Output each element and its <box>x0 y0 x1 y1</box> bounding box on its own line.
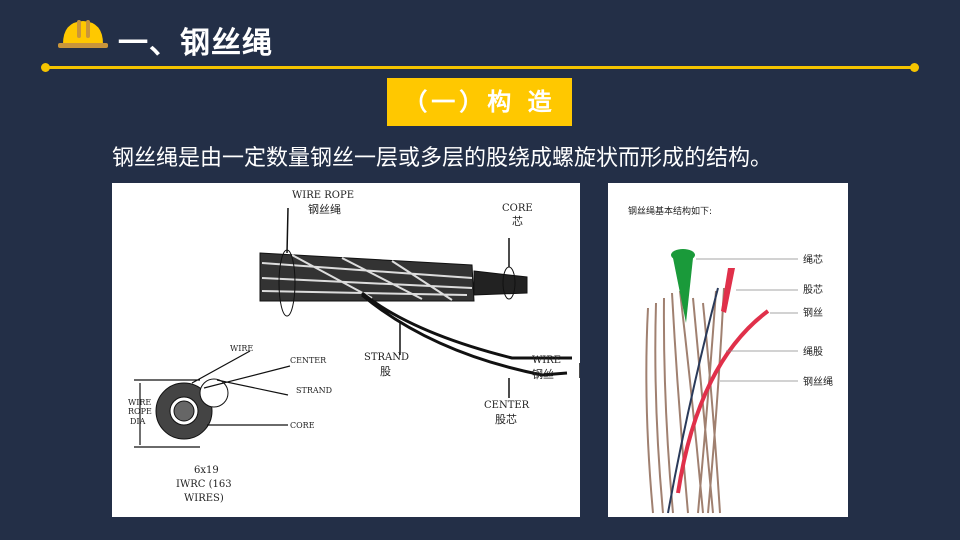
dia-label-3: DIA <box>130 417 146 426</box>
divider-dot-left <box>41 63 50 72</box>
caption-line-3: WIRES) <box>184 493 224 504</box>
label-rope-strand: 绳股 <box>803 345 823 358</box>
label-wire-rope-cn: 钢丝绳 <box>308 202 341 216</box>
label-wire: WIRE <box>532 355 561 366</box>
label-strand-core: 股芯 <box>803 283 823 296</box>
xs-label-strand: STRAND <box>296 386 332 395</box>
structure-title: 钢丝绳基本结构如下: <box>628 205 712 217</box>
wire-rope-diagram: WIRE ROPE 钢丝绳 CORE 芯 STRAND 股 WIRE 钢丝 CE… <box>112 183 581 517</box>
caption-line-2: IWRC (163 <box>176 479 232 490</box>
xs-label-center: CENTER <box>290 356 327 365</box>
label-core: CORE <box>502 203 533 214</box>
label-strand: STRAND <box>364 352 409 363</box>
label-center-cn: 股芯 <box>495 412 517 426</box>
label-rope-core: 绳芯 <box>803 253 823 266</box>
caption-line-1: 6x19 <box>194 465 219 476</box>
label-core-cn: 芯 <box>512 214 523 228</box>
helmet-icon <box>58 20 108 48</box>
description-text: 钢丝绳是由一定数量钢丝一层或多层的股绕成螺旋状而形成的结构。 <box>112 146 773 171</box>
label-wire-cn: 钢丝 <box>532 368 554 381</box>
label-wire-rope: 钢丝绳 <box>803 375 833 388</box>
page-title: 一、钢丝绳 <box>118 26 273 61</box>
title-divider <box>46 66 916 69</box>
section-title: （一）构 造 <box>387 78 572 126</box>
dia-label-1: WIRE <box>128 398 151 407</box>
label-center: CENTER <box>484 400 530 411</box>
label-strand-cn: 股 <box>380 365 391 378</box>
wire-rope-structure-diagram: 钢丝绳基本结构如下: 绳芯 股芯 钢丝 绳股 钢丝绳 <box>608 183 848 517</box>
dia-label-2: ROPE <box>128 407 152 416</box>
label-wire-rope: WIRE ROPE <box>292 190 354 201</box>
xs-label-core: CORE <box>290 421 315 430</box>
xs-label-wire: WIRE <box>230 344 253 353</box>
divider-dot-right <box>910 63 919 72</box>
label-wire: 钢丝 <box>803 306 823 319</box>
